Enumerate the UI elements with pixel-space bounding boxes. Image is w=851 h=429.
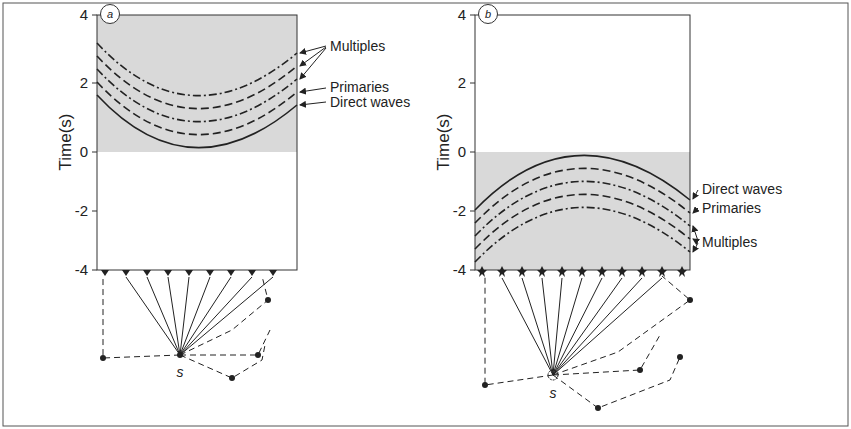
panel-letter: b bbox=[485, 8, 491, 20]
receiver-symbol bbox=[477, 266, 487, 277]
receiver-symbol bbox=[557, 266, 567, 277]
tick-label: 2 bbox=[80, 75, 88, 91]
tick-label: 0 bbox=[80, 144, 88, 160]
receiver-symbol bbox=[497, 266, 507, 277]
wave-label: Multiples bbox=[702, 234, 757, 250]
wave-label: Primaries bbox=[330, 79, 389, 95]
receiver-symbol bbox=[227, 270, 235, 276]
panel-letter-circle: b bbox=[478, 4, 498, 24]
ray-path bbox=[126, 277, 180, 355]
ray-path bbox=[553, 278, 622, 375]
wave-label: Direct waves bbox=[330, 94, 410, 110]
tick-label: 2 bbox=[458, 75, 466, 91]
receiver-symbol bbox=[269, 270, 277, 276]
ray-path bbox=[502, 278, 553, 375]
ray-path bbox=[542, 278, 553, 375]
axis-title: Time(s) bbox=[58, 114, 74, 171]
receiver-symbol bbox=[101, 270, 109, 276]
tick-label: 0 bbox=[458, 144, 466, 160]
ray-path bbox=[147, 277, 180, 355]
ray-path bbox=[180, 277, 252, 355]
wave-label: Primaries bbox=[702, 200, 761, 216]
receiver-symbol bbox=[143, 270, 151, 276]
receiver-symbol bbox=[248, 270, 256, 276]
receiver-symbol bbox=[677, 266, 687, 277]
source-label: s bbox=[550, 385, 557, 401]
receiver-symbol bbox=[185, 270, 193, 276]
receiver-symbol bbox=[206, 270, 214, 276]
ray-path bbox=[180, 277, 273, 355]
panel-letter: a bbox=[107, 8, 113, 20]
ray-path bbox=[553, 278, 662, 375]
ray-path bbox=[168, 277, 180, 355]
ray-path bbox=[553, 278, 642, 375]
receiver-symbol bbox=[637, 266, 647, 277]
receiver-symbol bbox=[597, 266, 607, 277]
tick-label: -2 bbox=[453, 203, 466, 219]
receiver-symbol bbox=[577, 266, 587, 277]
receiver-symbol bbox=[122, 270, 130, 276]
source-label: s bbox=[177, 364, 184, 380]
ray-path bbox=[522, 278, 553, 375]
tick-label: -2 bbox=[75, 203, 88, 219]
tick-label: 4 bbox=[458, 7, 466, 23]
axis-title: Time(s) bbox=[436, 114, 452, 171]
tick-label: -4 bbox=[75, 262, 88, 278]
receiver-symbol bbox=[517, 266, 527, 277]
receiver-symbol bbox=[164, 270, 172, 276]
receiver-symbol bbox=[657, 266, 667, 277]
tick-label: -4 bbox=[453, 262, 466, 278]
wave-label: Multiples bbox=[330, 38, 385, 54]
tick-label: 4 bbox=[80, 7, 88, 23]
panel-letter-circle: a bbox=[100, 4, 120, 24]
wave-label: Direct waves bbox=[702, 181, 782, 197]
ray-path bbox=[180, 277, 231, 355]
receiver-symbol bbox=[617, 266, 627, 277]
receiver-symbol bbox=[537, 266, 547, 277]
